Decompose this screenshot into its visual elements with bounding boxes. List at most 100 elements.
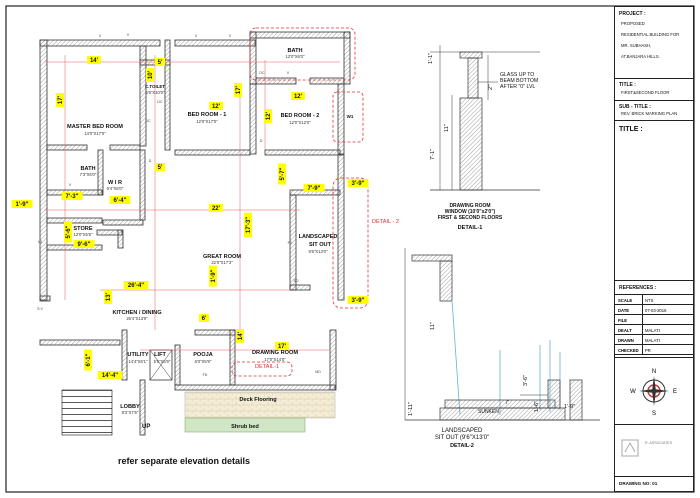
elevation-note: refer separate elevation details [118, 456, 250, 466]
tb-firm-name: R. ASSOCIATES [645, 441, 673, 445]
dimension-tag: 6'-4" [109, 196, 131, 204]
room-drawing-name: DRAWING ROOM [252, 350, 298, 356]
dimension-tag: 12' [264, 109, 272, 123]
dimension-tag-text: 17' [236, 85, 242, 94]
svg-text:N: N [652, 369, 656, 375]
red-centre-lines [45, 55, 340, 351]
dimension-tag-text: 17'-3" [246, 217, 252, 233]
dimension-tag: 14' [87, 56, 101, 64]
dimension-tag-text: 14' [238, 331, 244, 340]
detail-1-dim: 2'" [488, 84, 494, 90]
dimension-tag-text: 14' [90, 58, 99, 64]
room-drawing-size: 17'0"X14'0" [264, 357, 286, 362]
dimension-tag: 3'-9" [347, 296, 369, 304]
dimension-tag-text: 6'-1" [86, 353, 92, 366]
stair-up-label: UP [142, 424, 150, 430]
room-lobby-name: LOBBY [120, 404, 140, 410]
svg-text:S: S [652, 411, 656, 417]
dimension-tag-text: 3'-9" [352, 298, 365, 304]
dimension-tag-text: 9'-6" [78, 242, 91, 248]
bath-callout [249, 27, 356, 81]
door-tag: FD [288, 241, 293, 245]
deck-flooring-area [184, 391, 336, 419]
dimension-tag: 14' [236, 329, 244, 343]
room-ctoilet-size: 5'6"X10'0" [145, 90, 165, 95]
door-tag: V [287, 71, 290, 75]
detail-1-callout [231, 361, 293, 377]
door-tag: V [195, 34, 198, 38]
room-master-size: 14'0"X17'0" [84, 131, 106, 136]
tb-project-line: MR. SUBHASH, [621, 43, 652, 48]
detail-2-drawing [404, 248, 600, 421]
dimension-tag-text: 12' [266, 111, 272, 120]
window-callout [332, 91, 364, 143]
room-bed2-size: 12'0"X12'0" [289, 120, 311, 125]
room-bath1-size: 12'0"X6'0" [285, 54, 305, 59]
dimension-tag-text: 1'-9" [211, 269, 217, 282]
dimension-tag-text: 6' [202, 316, 207, 322]
dimension-tag: 10' [146, 68, 154, 82]
title-block: PROJECT : PROPOSED RESIDENTIAL BUILDING … [614, 6, 694, 492]
detail-2-title-line: LANDSCAPED [442, 428, 483, 434]
compass-icon: N S E W [630, 369, 677, 417]
dimension-tag: 5' [154, 163, 166, 171]
room-store-size: 12'0"X5'6" [73, 232, 93, 237]
room-kitchen-name: KITCHEN / DINING [112, 310, 161, 316]
tb-project-line: PROPOSED [621, 21, 645, 26]
dimension-tag: 17' [275, 342, 289, 350]
dimension-tag: 9'-6" [73, 240, 95, 248]
room-landscaped-name: LANDSCAPED [299, 234, 338, 240]
detail-2-tag: DETAIL - 2 [372, 219, 399, 225]
tb-title-2-label: TITLE : [619, 126, 643, 133]
detail-1-title-line: WINDOW (10'0"x2'0") [445, 209, 496, 215]
plan-stairs [61, 389, 113, 436]
door-tag: MD [315, 370, 321, 374]
door-tag: V1 [38, 240, 42, 244]
room-wir-name: W I R [108, 180, 122, 186]
room-kitchen-size: 26'4"X13'0" [126, 316, 148, 321]
room-bed1-size: 12'0"X17'0" [196, 119, 218, 124]
dimension-tag-text: 7'-9" [308, 186, 321, 192]
dimension-tag-text: 6'-4" [114, 198, 127, 204]
dimension-tag: 22' [209, 204, 223, 212]
shrub-bed-area [184, 417, 306, 433]
dimension-tag-text: 12' [294, 94, 303, 100]
dimension-tag: 14'-4" [97, 371, 123, 379]
room-lift-name: LIFT [154, 352, 166, 358]
tb-title: TITLE : FIRST&SECOND FLOOR [615, 79, 693, 101]
dimension-tag-text: 13' [106, 292, 112, 301]
tb-subtitle-value: REV. BRICK MARKING PLAN [621, 111, 678, 116]
tb-subtitle: SUB - TITLE : REV. BRICK MARKING PLAN [615, 101, 693, 121]
door-tag: V [127, 33, 130, 37]
room-ctoilet-name: C.TOILET [145, 84, 165, 89]
detail-2-title-line: SIT OUT (9'6"X13'0" [435, 435, 489, 441]
door-tag: DC [259, 71, 265, 75]
tb-title-value: FIRST&SECOND FLOOR [621, 90, 670, 95]
svg-text:W: W [630, 389, 636, 395]
door-tag: V [99, 34, 102, 38]
dimension-tag-text: 14'-4" [102, 373, 118, 379]
dimension-tag: 5'-7" [278, 163, 286, 185]
dimension-tag: 6' [198, 314, 210, 322]
door-tag: DC [157, 100, 163, 104]
room-bath1-name: BATH [287, 48, 302, 54]
dimension-tag: 5' [154, 58, 166, 66]
dimension-tag-text: 10' [148, 70, 154, 79]
room-bath2-size: 7'3"X6'0" [80, 172, 97, 177]
dimension-tag: 1'-9" [209, 265, 217, 287]
deck-flooring-label: Deck Flooring [239, 397, 277, 403]
dimension-tag-text: 17' [58, 95, 64, 104]
detail-1-tag: DETAIL-1 [255, 364, 279, 370]
dimension-tag: 17' [234, 83, 242, 97]
detail-1-title-line: DRAWING ROOM [449, 203, 490, 209]
tb-compass-box: N S E W [615, 357, 693, 425]
svg-text:E: E [673, 389, 677, 395]
detail-2-title: DETAIL-2 [450, 443, 474, 449]
room-landscaped-size: 9'6"X13'0" [308, 249, 328, 254]
detail-1-title-line: FIRST & SECOND FLOORS [438, 215, 503, 221]
dimension-tag-text: 12' [212, 104, 221, 110]
